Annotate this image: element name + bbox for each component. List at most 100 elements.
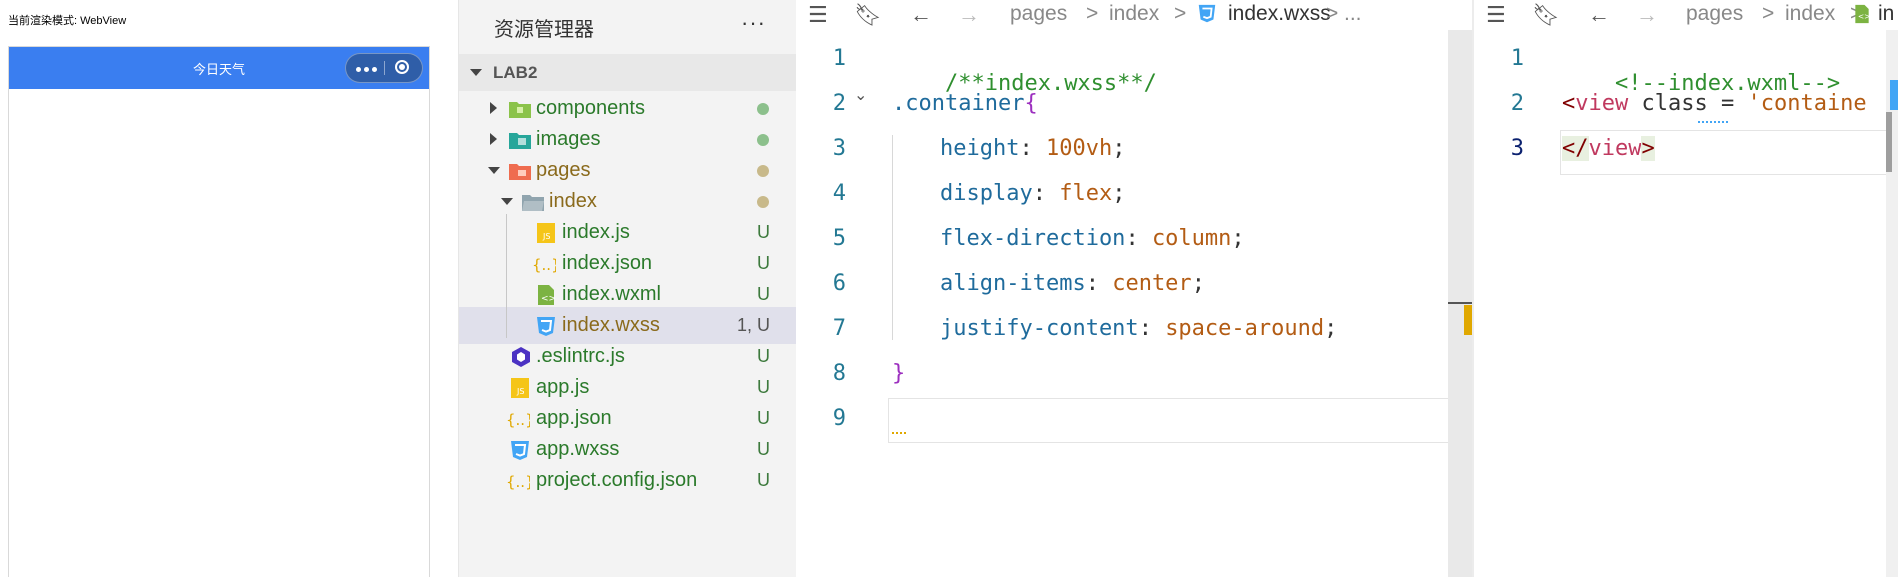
- json-file-icon: {..}: [506, 411, 530, 429]
- scrollbar-warning-marker: [1464, 305, 1472, 335]
- forward-arrow-icon[interactable]: →: [1636, 2, 1658, 27]
- code-value: column: [1151, 226, 1232, 251]
- line-number: 6: [832, 271, 846, 296]
- breadcrumb-item[interactable]: pages: [1010, 2, 1068, 25]
- tree-item-index-js[interactable]: JS index.js U: [459, 214, 796, 251]
- breadcrumb-item[interactable]: index.wxss: [1228, 2, 1331, 25]
- code-semicolon: ;: [1324, 316, 1338, 341]
- bookmark-icon[interactable]: 🔖︎: [854, 2, 882, 27]
- chevron-down-icon: [470, 69, 482, 76]
- breadcrumb: ☰ 🔖︎ ← → pages > index > <> in: [1474, 0, 1898, 30]
- tree-root-label: LAB2: [493, 63, 538, 82]
- svg-text:JS: JS: [542, 232, 550, 241]
- code-tag-bracket: >: [1641, 136, 1655, 161]
- tree-item-components[interactable]: components: [459, 90, 796, 127]
- js-file-icon: JS: [537, 223, 555, 243]
- code-value: 100vh: [1045, 136, 1113, 161]
- navbar-title: 今日天气: [192, 62, 245, 77]
- bookmark-icon[interactable]: 🔖︎: [1532, 2, 1560, 27]
- breadcrumb-item[interactable]: index: [1109, 2, 1160, 25]
- code-semicolon: ;: [1231, 226, 1245, 251]
- wxml-file-icon: <>: [538, 285, 556, 305]
- line-number: 5: [832, 226, 846, 251]
- svg-text:{..}: {..}: [532, 256, 556, 274]
- tree-item-pages[interactable]: pages: [459, 152, 796, 189]
- svg-text:<>: <>: [1858, 12, 1871, 21]
- tree-item-index-folder[interactable]: index: [459, 183, 796, 220]
- git-status: U: [757, 470, 770, 490]
- scrollbar-cursor-marker: [1448, 302, 1474, 304]
- css-file-icon: [1198, 4, 1216, 23]
- capsule-divider: [384, 61, 385, 75]
- code-line-8: }: [892, 361, 905, 386]
- tree-item-images[interactable]: images: [459, 121, 796, 158]
- tree-item-project-config[interactable]: {..} project.config.json U: [459, 462, 796, 499]
- tree-item-app-json[interactable]: {..} app.json U: [459, 400, 796, 437]
- tree-item-label: index.js: [562, 221, 630, 243]
- chevron-right-icon: [490, 102, 497, 114]
- breadcrumb-item[interactable]: index: [1785, 2, 1836, 25]
- wxml-file-icon: <>: [1855, 4, 1871, 24]
- code-line-3: </view>: [1562, 136, 1655, 161]
- explorer-header: 资源管理器 ···: [459, 0, 796, 50]
- tree-item-label: index.json: [562, 252, 653, 274]
- forward-arrow-icon[interactable]: →: [958, 2, 980, 27]
- tree-item-eslintrc[interactable]: .eslintrc.js U: [459, 338, 796, 375]
- back-arrow-icon[interactable]: ←: [910, 2, 932, 27]
- git-status: U: [757, 439, 770, 459]
- editor-wxss[interactable]: ☰ 🔖︎ ← → pages > index > index.wxss > ..…: [796, 0, 1474, 577]
- git-status: 1, U: [736, 315, 770, 335]
- indent-guide: [892, 135, 893, 340]
- chevron-down-icon: [488, 167, 500, 174]
- code-line-4: display: flex;: [940, 181, 1125, 206]
- code-property: align-items: [940, 271, 1086, 296]
- breadcrumb-item[interactable]: in: [1878, 2, 1895, 25]
- fold-chevron-icon[interactable]: ⌄: [854, 87, 868, 104]
- tree-item-index-wxss[interactable]: index.wxss 1, U: [459, 307, 796, 344]
- tree-item-label: index.wxss: [562, 314, 660, 336]
- code-tag-name: view: [1575, 91, 1629, 116]
- breadcrumb-item[interactable]: pages: [1686, 2, 1744, 25]
- mini-program-navbar: 今日天气: [9, 47, 429, 89]
- close-target-icon[interactable]: [395, 60, 409, 74]
- line-number: 2: [832, 91, 846, 116]
- code-property: justify-content: [940, 316, 1139, 341]
- code-value: flex: [1059, 181, 1113, 206]
- scrollbar-thumb[interactable]: [1886, 112, 1892, 172]
- git-status: U: [757, 408, 770, 428]
- tree-item-index-json[interactable]: {..} index.json U: [459, 245, 796, 282]
- code-comment: /**index.wxss**/: [944, 71, 1157, 96]
- list-icon[interactable]: ☰: [1486, 2, 1506, 27]
- code-equals: =: [1707, 91, 1748, 116]
- tree-root-lab2[interactable]: LAB2: [459, 54, 796, 91]
- line-number: 4: [832, 181, 846, 206]
- code-colon: :: [1138, 316, 1152, 341]
- line-number: 1: [1510, 46, 1524, 71]
- tree-item-app-wxss[interactable]: app.wxss U: [459, 431, 796, 468]
- code-line-1: /**index.wxss**/: [892, 46, 1157, 121]
- list-icon[interactable]: ☰: [808, 2, 828, 27]
- js-file-icon: JS: [511, 378, 529, 398]
- tree-item-label: index: [549, 190, 597, 212]
- git-status: U: [757, 253, 770, 273]
- breadcrumb-sep: >: [1762, 2, 1775, 25]
- explorer-panel: 资源管理器 ··· LAB2 components images: [459, 0, 796, 577]
- code-brace: }: [892, 361, 906, 386]
- phone-screen[interactable]: 今日天气: [8, 46, 430, 577]
- tree-item-app-js[interactable]: JS app.js U: [459, 369, 796, 406]
- code-line-3: height: 100vh;: [940, 136, 1125, 161]
- svg-text:{..}: {..}: [506, 411, 530, 429]
- tree-item-label: app.wxss: [536, 438, 620, 460]
- breadcrumb-sep: >: [1086, 2, 1099, 25]
- code-line-7: justify-content: space-around;: [940, 316, 1337, 341]
- more-dots-icon[interactable]: [356, 67, 378, 72]
- back-arrow-icon[interactable]: ←: [1588, 2, 1610, 27]
- code-colon: :: [1032, 181, 1046, 206]
- git-status: U: [757, 222, 770, 242]
- tree-item-index-wxml[interactable]: <> index.wxml U: [459, 276, 796, 313]
- code-string: 'containe: [1747, 91, 1867, 116]
- code-tag-bracket: <: [1562, 91, 1576, 116]
- explorer-more-button[interactable]: ···: [741, 10, 766, 35]
- breadcrumb-item[interactable]: ...: [1344, 2, 1362, 25]
- editor-wxml[interactable]: ☰ 🔖︎ ← → pages > index > <> in 1 2 3 <!-…: [1474, 0, 1898, 577]
